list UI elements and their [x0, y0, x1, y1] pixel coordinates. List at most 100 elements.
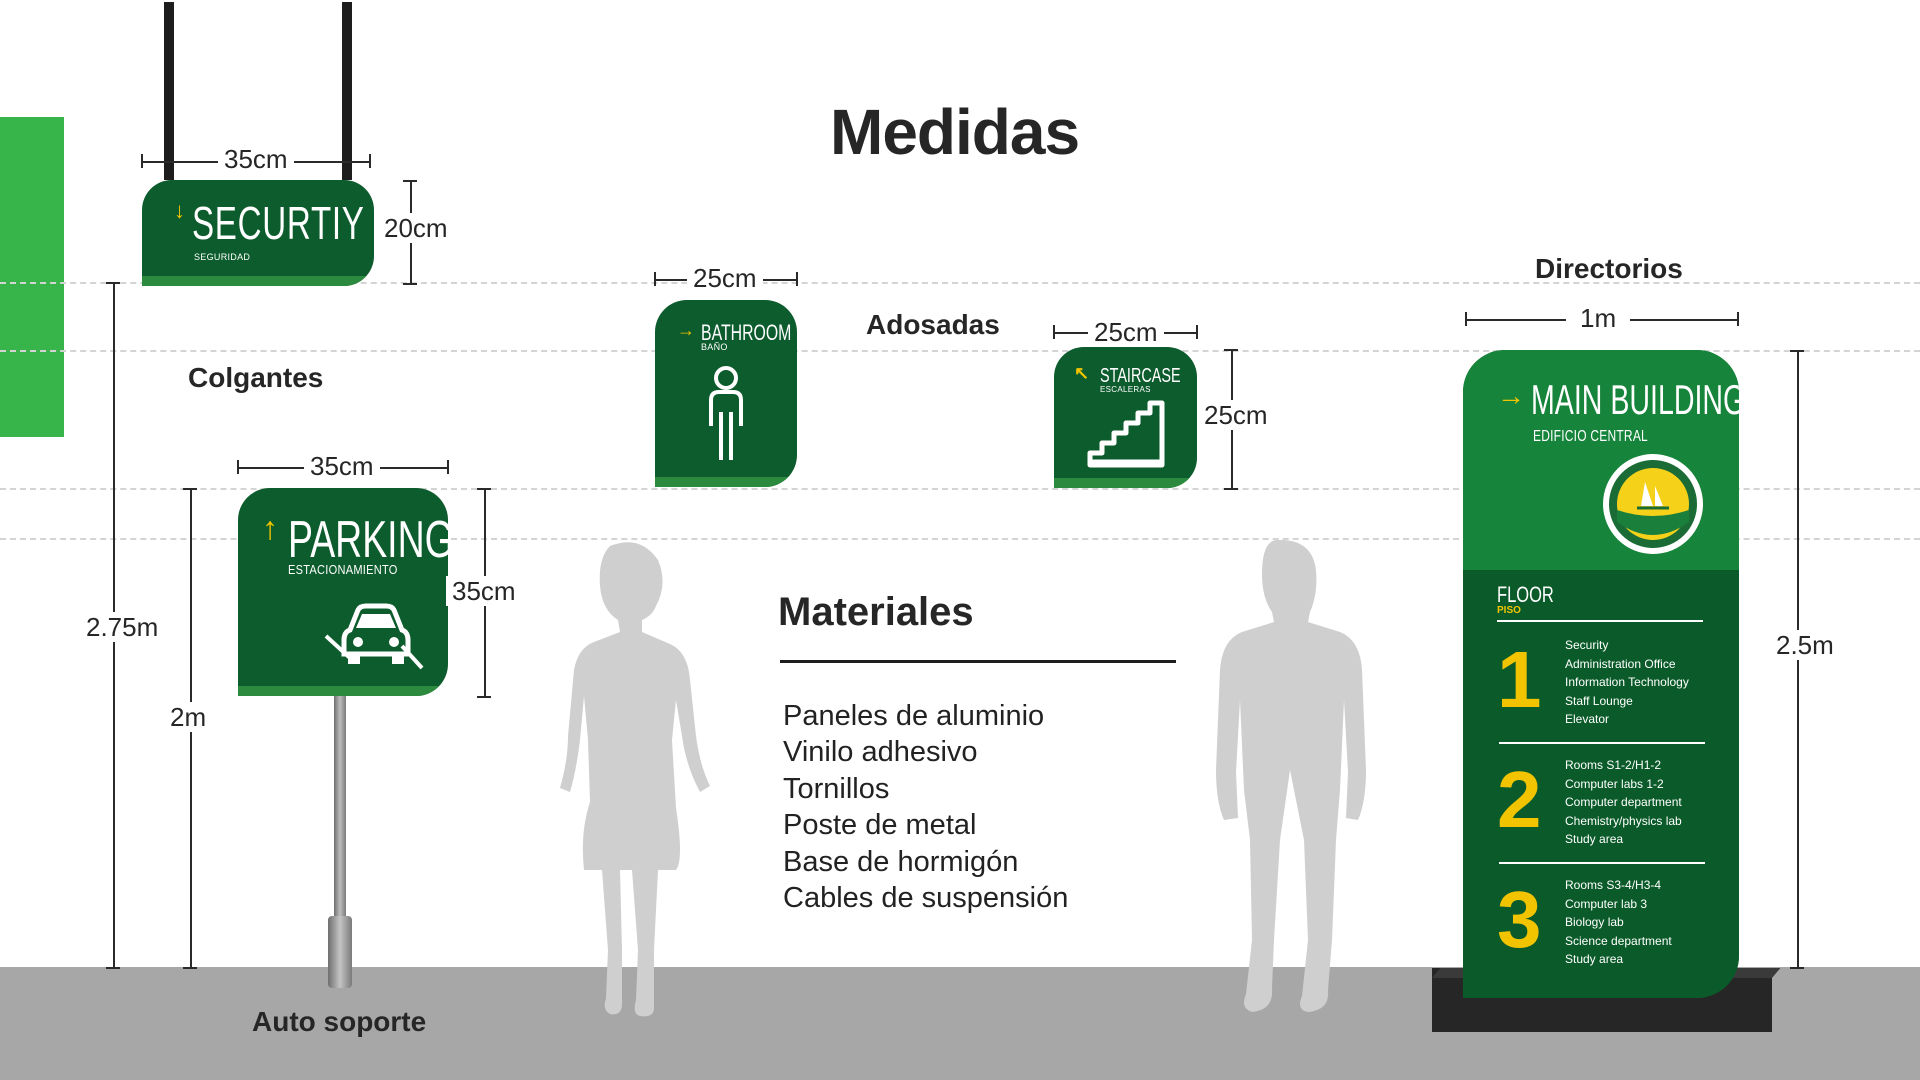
bathroom-width-label: 25cm — [687, 263, 763, 293]
floor-item: Rooms S3-4/H3-4 — [1565, 878, 1662, 892]
floor-item: Study area — [1565, 832, 1624, 847]
materials-item: Paneles de aluminio — [783, 700, 1045, 732]
arrow-up-left-icon: ↖ — [1074, 363, 1090, 383]
sign-pole — [334, 696, 346, 916]
suspension-cable-right — [342, 2, 352, 180]
floor-2-list: Rooms S1-2/H1-2 Computer labs 1-2 Comput… — [1565, 756, 1682, 849]
floor-item: Staff Lounge — [1565, 693, 1633, 708]
dimension-tick — [1790, 350, 1804, 352]
floor-item: Biology lab — [1565, 915, 1624, 930]
directory-floor-sublabel: PISO — [1497, 605, 1521, 616]
decorative-green-stripe — [0, 117, 64, 437]
materials-list: Paneles de aluminio Vinilo adhesivo Torn… — [783, 698, 1068, 916]
floor-number: 1 — [1497, 635, 1542, 724]
parking-height-label: 35cm — [446, 576, 522, 606]
directory-subtitle: EDIFICIO CENTRAL — [1533, 428, 1648, 445]
arrow-right-icon: → — [677, 320, 695, 340]
staircase-width-label: 25cm — [1088, 317, 1164, 347]
sign-base-strip — [238, 686, 448, 696]
materials-divider — [780, 660, 1176, 663]
floor-item: Information Technology — [1565, 675, 1689, 690]
dimension-tick — [106, 967, 120, 969]
materials-item: Base de hormigón — [783, 845, 1019, 878]
floor-item: Science department — [1565, 933, 1672, 948]
dimension-tick — [141, 154, 143, 168]
car-icon — [324, 603, 424, 670]
floor-number: 3 — [1497, 875, 1542, 964]
arrow-right-icon: → — [1497, 380, 1525, 411]
directory-title: MAIN BUILDING — [1531, 376, 1739, 423]
staircase-height-label: 25cm — [1198, 400, 1274, 430]
dimension-tick — [1053, 325, 1055, 339]
dimension-tick — [477, 696, 491, 698]
dimension-tick — [477, 488, 491, 490]
institution-seal-logo — [1603, 454, 1703, 554]
security-sign: ↓ SECURTIY SEGURIDAD — [142, 180, 374, 286]
floor-item: Computer labs 1-2 — [1565, 776, 1664, 791]
floor-item: Study area — [1565, 952, 1624, 967]
staircase-sign-title: STAIRCASE — [1100, 365, 1181, 387]
directory-floor-label: FLOOR — [1497, 582, 1554, 607]
parking-sign-title: PARKING — [288, 511, 448, 569]
directory-floors-panel — [1463, 570, 1739, 998]
man-silhouette — [1216, 540, 1366, 1012]
pole-height-label: 2m — [164, 702, 213, 732]
section-label-directorios: Directorios — [1535, 253, 1683, 284]
staircase-icon — [1087, 400, 1165, 468]
dimension-tick — [403, 283, 417, 285]
dimension-tick — [1196, 325, 1198, 339]
security-width-label: 35cm — [218, 144, 294, 174]
directory-height-label: 2.5m — [1770, 630, 1840, 660]
parking-width-label: 35cm — [304, 451, 380, 481]
sign-base-strip — [1054, 478, 1197, 488]
security-height-label: 20cm — [378, 213, 454, 243]
guide-line — [0, 350, 1920, 352]
parking-sign: ↑ PARKING ESTACIONAMIENTO — [238, 488, 448, 696]
dimension-tick — [1790, 967, 1804, 969]
floor-item: Chemistry/physics lab — [1565, 813, 1682, 828]
materials-item: Tornillos — [783, 772, 890, 805]
sign-base-strip — [655, 477, 797, 487]
floor-3-list: Rooms S3-4/H3-4 Computer lab 3 Biology l… — [1565, 876, 1672, 969]
directory-separator — [1499, 742, 1705, 744]
parking-sign-subtitle: ESTACIONAMIENTO — [288, 562, 398, 577]
staircase-sign: ↖ STAIRCASE ESCALERAS — [1054, 347, 1197, 488]
materials-item: Cables de suspensión — [783, 882, 1069, 915]
guide-line — [0, 282, 1920, 284]
dimension-tick — [106, 282, 120, 284]
materials-item: Poste de metal — [783, 809, 977, 842]
dimension-tick — [183, 488, 197, 490]
dimension-tick — [654, 272, 656, 286]
floor-number: 2 — [1497, 755, 1542, 844]
page-title: Medidas — [830, 96, 1080, 168]
directory-width-label: 1m — [1566, 303, 1631, 333]
floor-1-list: Security Administration Office Informati… — [1565, 636, 1689, 729]
materials-title: Materiales — [778, 590, 974, 634]
bathroom-sign-title: BATHROOM — [701, 320, 792, 345]
dimension-tick — [403, 180, 417, 182]
floor-item: Computer department — [1565, 795, 1682, 810]
person-restroom-icon — [709, 366, 743, 460]
floor-item: Security — [1565, 638, 1609, 652]
woman-silhouette — [560, 542, 710, 1017]
hanging-height-label: 2.75m — [80, 612, 165, 642]
security-sign-subtitle: SEGURIDAD — [194, 252, 251, 262]
arrow-down-icon: ↓ — [174, 198, 185, 223]
bathroom-sign-subtitle: BAÑO — [701, 342, 728, 352]
dimension-tick — [183, 967, 197, 969]
dimension-tick — [796, 272, 798, 286]
floor-item: Rooms S1-2/H1-2 — [1565, 758, 1662, 772]
materials-item: Vinilo adhesivo — [783, 736, 978, 769]
security-sign-title: SECURTIY — [192, 197, 365, 249]
floor-item: Administration Office — [1565, 656, 1676, 671]
dimension-tick — [1224, 349, 1238, 351]
floor-item: Elevator — [1565, 712, 1610, 727]
arrow-up-icon: ↑ — [262, 510, 278, 546]
suspension-cable-left — [164, 2, 174, 180]
bathroom-sign: → BATHROOM BAÑO — [655, 300, 797, 487]
guide-line — [0, 538, 1920, 540]
dimension-tick — [237, 460, 239, 474]
dimension-tick — [1224, 488, 1238, 490]
guide-line — [0, 488, 1920, 490]
dimension-tick — [1465, 312, 1467, 326]
